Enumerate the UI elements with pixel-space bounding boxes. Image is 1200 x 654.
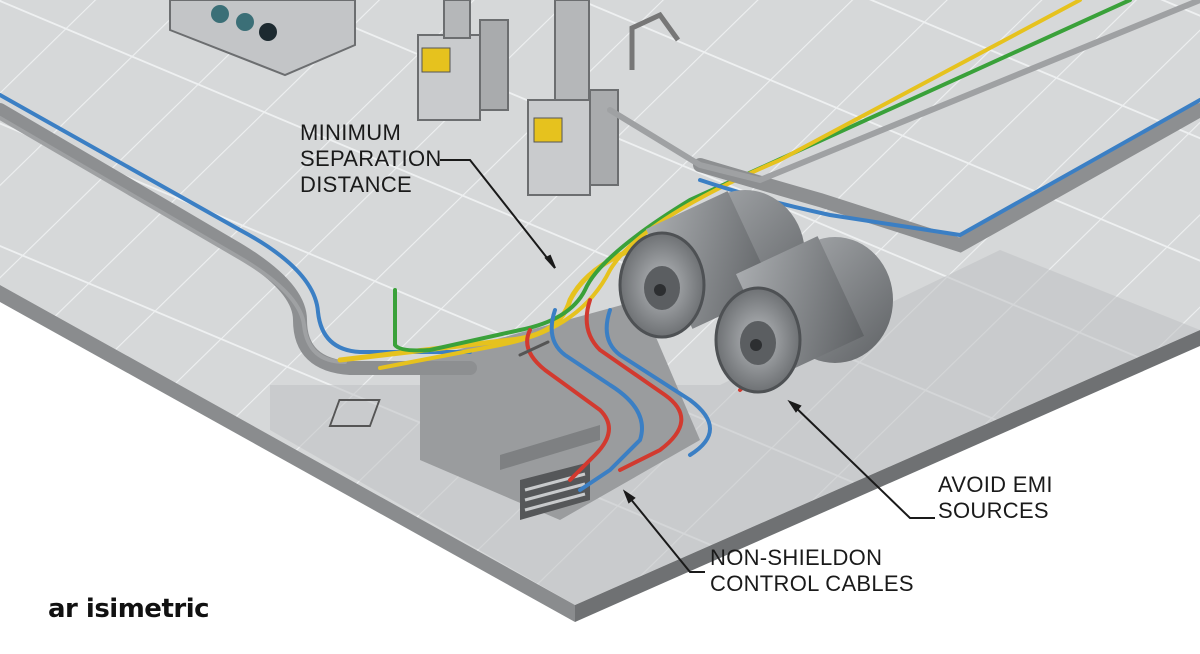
brand-logo: ar isimetric <box>48 594 210 624</box>
cables-line-2: CONTROL CABLES <box>710 571 914 596</box>
transformer-unit <box>417 0 681 196</box>
separation-line-1: MINIMUM <box>300 120 402 145</box>
emi-line-1: AVOID EMI <box>938 472 1053 497</box>
control-panel <box>169 0 356 77</box>
cables-line-1: NON-SHIELDON <box>710 545 883 570</box>
cables-leader <box>624 491 705 573</box>
motor-2 <box>714 236 893 394</box>
minimum-separation-callout: MINIMUM SEPARATION DISTANCE <box>300 120 442 198</box>
emi-line-2: SOURCES <box>938 498 1049 523</box>
separation-leader <box>440 159 556 269</box>
separation-line-3: DISTANCE <box>300 172 413 197</box>
leader-lines <box>440 159 935 573</box>
separation-line-2: SEPARATION <box>300 146 442 171</box>
emi-leader <box>789 401 935 519</box>
floor-slab <box>0 0 1200 622</box>
control-cables-callout: NON-SHIELDON CONTROL CABLES <box>710 545 914 597</box>
avoid-emi-callout: AVOID EMI SOURCES <box>938 472 1053 524</box>
